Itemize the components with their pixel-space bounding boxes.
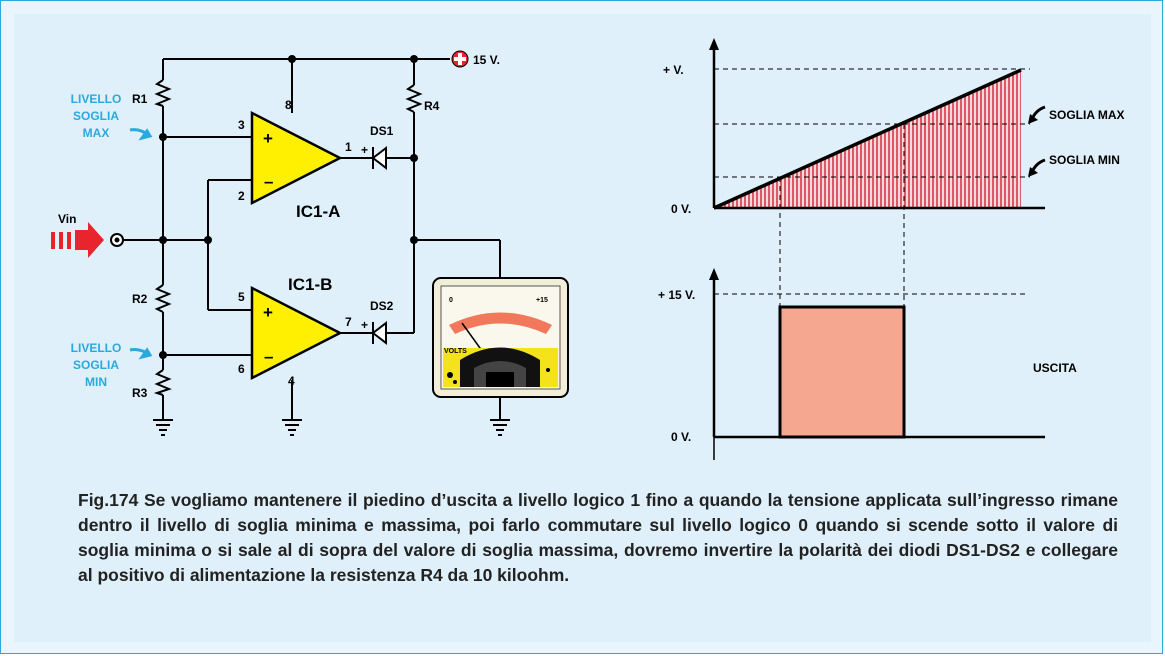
opamp-ic1a	[250, 110, 343, 206]
livello-max-line1: LIVELLO	[71, 92, 122, 106]
output-graph	[709, 268, 1045, 460]
pin-8: 8	[285, 98, 292, 112]
r4-label: R4	[424, 99, 440, 113]
blue-arrow-max-icon	[129, 128, 153, 141]
livello-max-line3: MAX	[83, 126, 110, 140]
top-zero-v-label: 0 V.	[671, 202, 691, 216]
meter-unit-label: VOLTS	[444, 348, 467, 355]
pin-1: 1	[345, 140, 352, 154]
vin-input-arrow-icon	[51, 222, 124, 258]
vin-label: Vin	[58, 212, 76, 226]
r1-label: R1	[132, 92, 148, 106]
pin-3: 3	[238, 118, 245, 132]
soglia-max-label: SOGLIA MAX	[1049, 108, 1125, 122]
bottom-zero-v-label: 0 V.	[671, 430, 691, 444]
r3-label: R3	[132, 386, 148, 400]
r2-label: R2	[132, 292, 148, 306]
livello-min-line3: MIN	[85, 375, 107, 389]
ic1a-label: IC1-A	[296, 202, 340, 221]
ic1a-minus: –	[264, 172, 273, 191]
meter-max-label: +15	[536, 297, 548, 304]
opamp-ic1b	[250, 285, 343, 381]
diode-ds2	[371, 320, 387, 346]
ic1b-label: IC1-B	[288, 275, 332, 294]
livello-max-line2: SOGLIA	[73, 109, 119, 123]
pin-6: 6	[238, 362, 245, 376]
pin-7: 7	[345, 315, 352, 329]
ds2-label: DS2	[370, 299, 394, 313]
bottom-plus-15-label: + 15 V.	[658, 288, 695, 302]
supply-label: 15 V.	[473, 53, 500, 67]
livello-min-line2: SOGLIA	[73, 358, 119, 372]
uscita-label: USCITA	[1033, 361, 1077, 375]
ds2-plus: +	[361, 318, 368, 332]
ds1-label: DS1	[370, 124, 394, 138]
soglia-min-label: SOGLIA MIN	[1049, 153, 1120, 167]
ds1-plus: +	[361, 143, 368, 157]
supply-plus-icon	[451, 50, 469, 68]
junction-dots	[159, 55, 418, 359]
diode-ds1	[371, 145, 387, 171]
pin-2: 2	[238, 189, 245, 203]
livello-min-line1: LIVELLO	[71, 341, 122, 355]
pin-4: 4	[288, 374, 295, 388]
input-ramp-graph	[709, 38, 1046, 308]
voltmeter-icon	[432, 277, 569, 398]
ic1b-plus: +	[263, 303, 273, 322]
blue-arrow-min-icon	[129, 347, 153, 360]
figure-caption: Fig.174 Se vogliamo mantenere il piedino…	[78, 490, 1118, 585]
meter-zero-label: 0	[449, 297, 453, 304]
ic1a-plus: +	[263, 129, 273, 148]
ic1b-minus: –	[264, 347, 273, 366]
pin-5: 5	[238, 290, 245, 304]
top-plus-v-label: + V.	[663, 63, 684, 77]
